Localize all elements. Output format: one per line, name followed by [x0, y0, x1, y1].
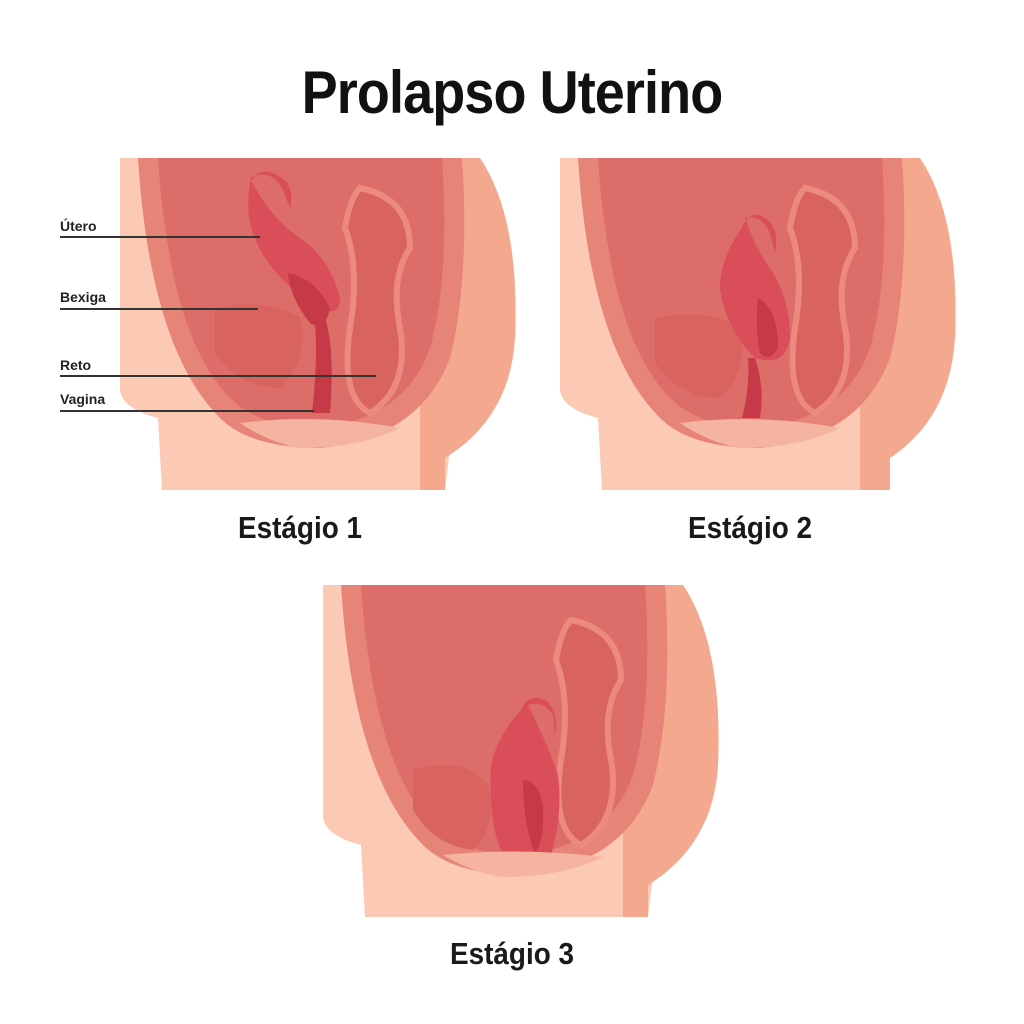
label-vagina: Vagina	[60, 391, 106, 407]
stage-3-illustration	[323, 585, 719, 917]
leader-line-vagina	[60, 410, 314, 412]
stage-2-caption: Estágio 2	[687, 510, 813, 545]
label-reto: Reto	[60, 357, 92, 373]
leader-line-utero	[60, 236, 260, 238]
stage-1-caption: Estágio 1	[237, 510, 363, 545]
leader-line-reto	[60, 375, 376, 377]
label-utero: Útero	[60, 218, 97, 234]
stage-3-caption: Estágio 3	[449, 936, 575, 971]
leader-line-bexiga	[60, 308, 258, 310]
stage-1-illustration	[120, 158, 516, 490]
stage-2-illustration	[560, 158, 956, 490]
page-title: Prolapso Uterino	[301, 59, 724, 126]
label-bexiga: Bexiga	[60, 289, 106, 305]
